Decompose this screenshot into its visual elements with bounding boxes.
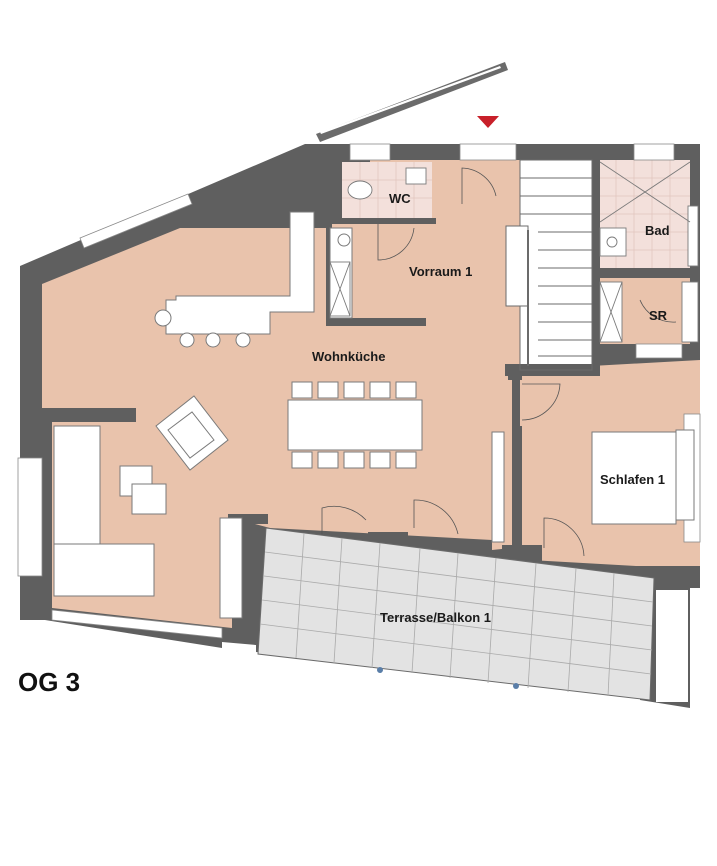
dining-table xyxy=(287,381,423,469)
entrance-marker xyxy=(477,116,499,128)
terrace xyxy=(257,527,655,701)
room-label-terrasse: Terrasse/Balkon 1 xyxy=(380,610,491,625)
storage-cabinets xyxy=(329,261,699,343)
wc-corridor xyxy=(432,162,472,222)
room-label-bad: Bad xyxy=(645,223,670,238)
room-label-wc: WC xyxy=(389,191,411,206)
room-label-schlafen: Schlafen 1 xyxy=(600,472,665,487)
bedroom-furniture xyxy=(591,429,695,525)
roof-window-strip xyxy=(316,62,508,142)
terrace-end-wall xyxy=(656,590,688,702)
floor-label: OG 3 xyxy=(18,667,80,697)
wohnkueche-floor xyxy=(42,228,512,628)
staircase xyxy=(505,159,593,371)
stair-area xyxy=(520,160,592,370)
doors xyxy=(321,167,677,557)
room-label-wohnkueche: Wohnküche xyxy=(312,349,385,364)
room-label-sr: SR xyxy=(649,308,668,323)
room-label-vorraum: Vorraum 1 xyxy=(409,264,472,279)
bathroom-fixtures xyxy=(347,161,699,267)
lounge-furniture xyxy=(53,395,505,619)
